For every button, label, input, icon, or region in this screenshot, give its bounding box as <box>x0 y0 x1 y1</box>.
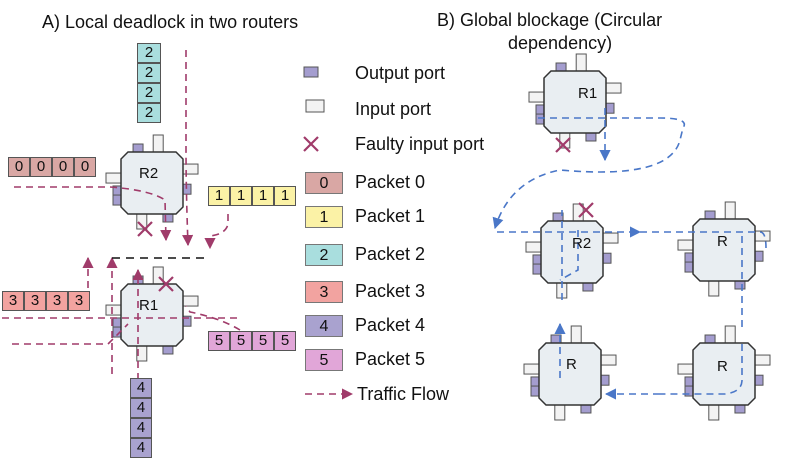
router-b-r1-label: R1 <box>578 85 598 102</box>
packet-2-cell: 2 <box>137 63 161 83</box>
legend-packet-2-swatch: 2 <box>305 244 343 266</box>
packet-1-cell: 1 <box>230 186 252 206</box>
legend-packet-1-swatch: 1 <box>305 206 343 228</box>
router-b-r2-label: R2 <box>572 235 592 252</box>
legend-packet-0-label: Packet 0 <box>355 172 426 192</box>
router-b-r2 <box>525 203 619 299</box>
packet-4-cell: 4 <box>130 398 152 418</box>
traffic-flow-arrow <box>14 186 172 242</box>
legend-packet-4-swatch: 4 <box>305 315 343 337</box>
legend-faulty-input-port-label: Faulty input port <box>355 134 485 154</box>
packet-1-cell: 1 <box>274 186 296 206</box>
router-body <box>120 283 184 347</box>
router-a-r1 <box>105 266 199 362</box>
title-global-blockage: B) Global blockage (Circular <box>437 10 663 30</box>
legend-output-port-swatch <box>303 66 319 78</box>
router-a-r1-label: R1 <box>139 297 159 314</box>
legend-output-port: Output port <box>355 63 445 84</box>
legend-faulty-input-port: Faulty input port <box>355 134 484 155</box>
input-port <box>152 266 164 285</box>
legend-faulty-x-icon <box>303 136 319 152</box>
router-b-bottom-left <box>523 325 617 421</box>
input-port <box>575 53 587 72</box>
router-a-r2-label: R2 <box>139 165 159 182</box>
packet-1-cell: 1 <box>252 186 274 206</box>
router-body <box>692 342 756 406</box>
packet-2-cell: 2 <box>137 83 161 103</box>
global-flow-arrow <box>492 117 685 230</box>
router-b-r1 <box>528 53 622 149</box>
input-port <box>724 201 736 220</box>
packet-3-cell: 3 <box>24 291 46 311</box>
packet-3-cell: 3 <box>46 291 68 311</box>
router-b-top-right <box>677 201 771 297</box>
global-flow-line <box>660 344 743 395</box>
legend-packet-1-label: Packet 1 <box>355 206 426 226</box>
legend-packet-4-label: Packet 4 <box>355 315 426 335</box>
legend-packet-2-label: Packet 2 <box>355 244 426 264</box>
packet-5-cell: 5 <box>230 331 252 351</box>
router-a-r2 <box>105 134 199 230</box>
faulty-port-x-icon <box>555 137 571 153</box>
legend-packet-3-swatch: 3 <box>305 281 343 303</box>
input-port <box>724 325 736 344</box>
router-body <box>540 220 604 284</box>
packet-3-cell: 3 <box>2 291 24 311</box>
legend-input-port: Input port <box>355 99 431 120</box>
legend-input-port-swatch <box>305 99 325 113</box>
packet-5-cell: 5 <box>208 331 230 351</box>
packet-5-cell: 5 <box>274 331 296 351</box>
legend-traffic-flow-label: Traffic Flow <box>357 384 450 404</box>
packet-0-cell: 0 <box>52 157 74 177</box>
router-b-bottom-right <box>677 325 771 421</box>
title-local-deadlock: A) Local deadlock in two routers <box>42 12 299 32</box>
packet-4-cell: 4 <box>130 418 152 438</box>
router-body <box>543 70 607 134</box>
router-b-top-right-label: R <box>717 233 728 250</box>
global-flow-line <box>640 231 767 249</box>
router-body <box>120 151 184 215</box>
faulty-port-x-icon <box>578 202 594 218</box>
packet-2-cell: 2 <box>137 103 161 123</box>
legend-input-port-label: Input port <box>355 99 432 119</box>
faulty-port-x-icon <box>137 221 153 237</box>
faulty-port-x-icon <box>158 276 174 292</box>
packet-4-cell: 4 <box>130 378 152 398</box>
packet-0-cell: 0 <box>74 157 96 177</box>
packet-3-cell: 3 <box>68 291 90 311</box>
input-port <box>570 325 582 344</box>
legend-output-port-label: Output port <box>355 63 446 83</box>
title-global-blockage-line2: dependency) <box>508 33 613 53</box>
traffic-flow-arrow <box>204 214 229 250</box>
router-b-bottom-left-label: R <box>566 356 577 373</box>
packet-1-cell: 1 <box>208 186 230 206</box>
traffic-flow-arrow <box>182 50 194 247</box>
router-body <box>538 342 602 406</box>
global-flow-line <box>559 230 579 281</box>
router-b-bottom-right-label: R <box>717 358 728 375</box>
legend-packet-3-label: Packet 3 <box>355 281 426 301</box>
router-body <box>692 218 756 282</box>
legend-packet-5-label: Packet 5 <box>355 349 426 369</box>
packet-2-cell: 2 <box>137 43 161 63</box>
packet-0-cell: 0 <box>30 157 52 177</box>
packet-4-cell: 4 <box>130 438 152 458</box>
legend-packet-0-swatch: 0 <box>305 172 343 194</box>
legend-packet-5-swatch: 5 <box>305 349 343 371</box>
input-port <box>152 134 164 153</box>
traffic-flow-line <box>12 323 129 345</box>
traffic-flow-line <box>185 305 241 331</box>
packet-0-cell: 0 <box>8 157 30 177</box>
packet-5-cell: 5 <box>252 331 274 351</box>
